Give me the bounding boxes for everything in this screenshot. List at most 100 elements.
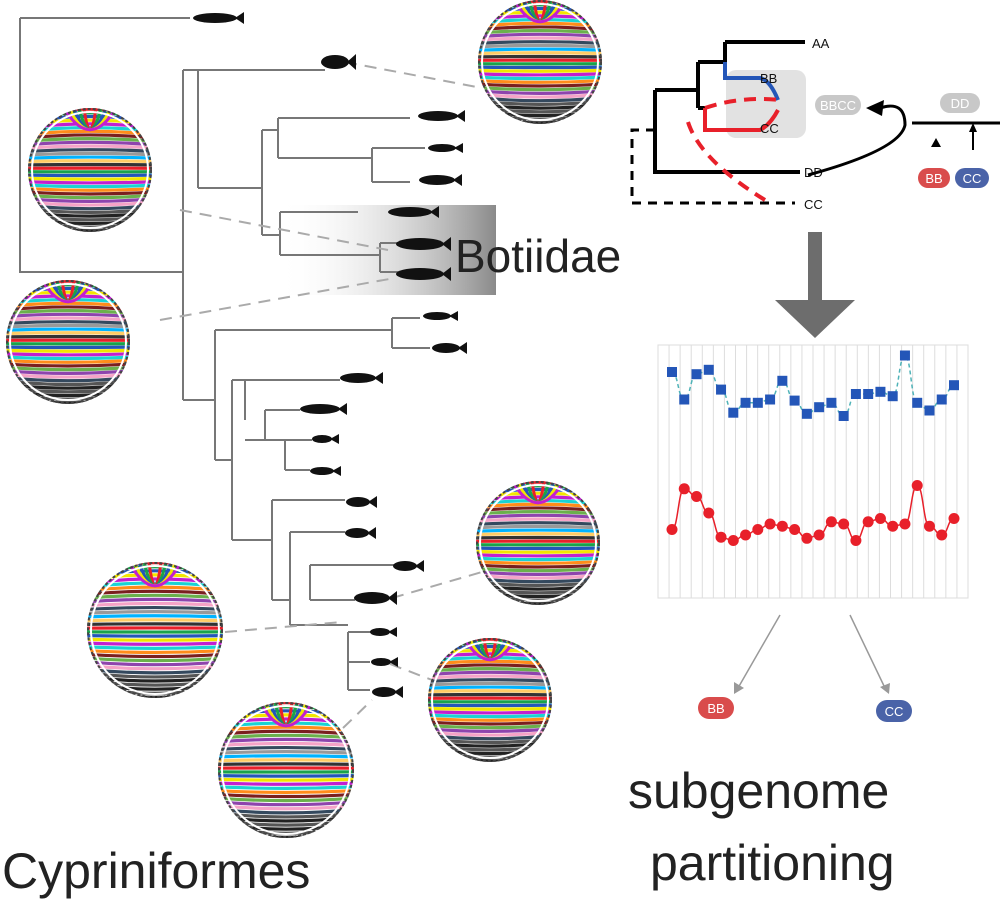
cc-partition-label: CC [885,704,904,719]
phylogenetic-tree [19,17,430,691]
bb-partition-pill [698,697,734,719]
data-point [948,513,960,524]
mini-tip-cc: CC [760,121,779,136]
dd-pill [940,93,980,113]
cypriniformes-label: Cypriniformes [2,843,310,899]
data-point [727,535,739,546]
data-point [752,524,764,535]
data-point [850,535,862,546]
cc-hybrid-dash [704,97,781,110]
fish-silhouette [370,627,397,637]
fish-silhouette [312,434,339,444]
data-point [678,483,690,495]
data-point [728,407,739,418]
fish-silhouette [354,591,397,605]
chord-circle [28,108,152,232]
fish-silhouette [371,657,398,667]
data-point [899,518,911,530]
fish-silhouette [418,110,465,122]
cc-pill-mini [955,168,989,188]
bb-pill-mini [918,168,950,188]
data-point [814,402,825,413]
fish-silhouette [432,342,467,354]
data-point [838,518,850,530]
data-point [862,516,874,528]
fish-silhouette [396,267,451,281]
data-point [936,529,948,541]
chord-circle [476,481,600,605]
bb-marker [931,138,941,147]
data-point [801,408,812,419]
data-point [875,386,886,397]
chord-circle [428,638,552,762]
data-point [789,395,800,406]
data-point [923,520,935,532]
mini-tip-bb: BB [760,71,777,86]
bbcc-pill-label: BBCC [820,98,856,113]
mini-tip-cc-outgroup: CC [804,197,823,212]
data-point [777,375,788,386]
botiidae-label: Botiidae [455,230,621,282]
cc-marker-arrow [969,123,977,132]
circle-connectors [159,61,483,729]
fish-silhouette [428,143,463,153]
split-arrows [734,614,890,694]
fish-silhouette [346,496,377,508]
data-point [825,516,837,528]
fish-silhouette [372,686,403,698]
data-point [813,529,825,541]
data-point [850,389,861,399]
cc-branch [703,108,780,132]
data-point [887,391,898,402]
cc-partition-pill [876,700,912,722]
data-point [874,513,886,524]
data-point [863,389,874,399]
data-point [838,411,849,421]
data-point [740,397,751,408]
fish-silhouette [393,560,424,572]
data-point [776,520,788,532]
data-point [666,524,678,535]
fish-silhouette [310,466,341,476]
bbcc-pill [815,95,861,115]
fish-silhouette [340,372,383,384]
bb-partition-label: BB [707,701,724,716]
chord-circle [478,0,602,124]
chord-circle [6,280,130,404]
data-point [691,491,703,502]
mini-tip-aa: AA [812,36,830,51]
mini-tree: AA BB CC DD CC BBCC DD BB CC [630,36,1000,212]
cc-outgroup-dash [630,128,795,205]
chord-circle [218,702,354,838]
bbcc-highlight-box [726,70,806,138]
data-point [765,394,776,405]
fish-silhouettes [193,12,467,698]
data-point [949,380,959,391]
data-point [924,405,935,416]
bb-branch [723,62,780,101]
data-point [716,384,727,395]
arrow-head [866,100,884,116]
data-point [801,532,813,544]
data-point [740,529,752,541]
fish-silhouette [300,403,347,415]
fish-silhouette [396,237,451,251]
fish-silhouette [321,54,356,70]
fish-silhouette [193,12,244,24]
cc-pill-mini-label: CC [963,171,982,186]
bb-pill-mini-label: BB [925,171,942,186]
data-point [826,397,837,408]
cc-hybrid-dash-2 [686,121,767,202]
data-point [899,350,910,361]
chord-circle [87,562,223,698]
bbcc-curve-arrow [807,104,907,177]
fish-silhouette [388,206,439,218]
data-point [715,531,727,543]
data-point [936,394,947,405]
data-point [789,524,801,535]
fish-silhouette [423,311,458,321]
dd-pill-label: DD [951,96,970,111]
fish-silhouette [419,174,462,186]
partition-chart [657,344,969,599]
